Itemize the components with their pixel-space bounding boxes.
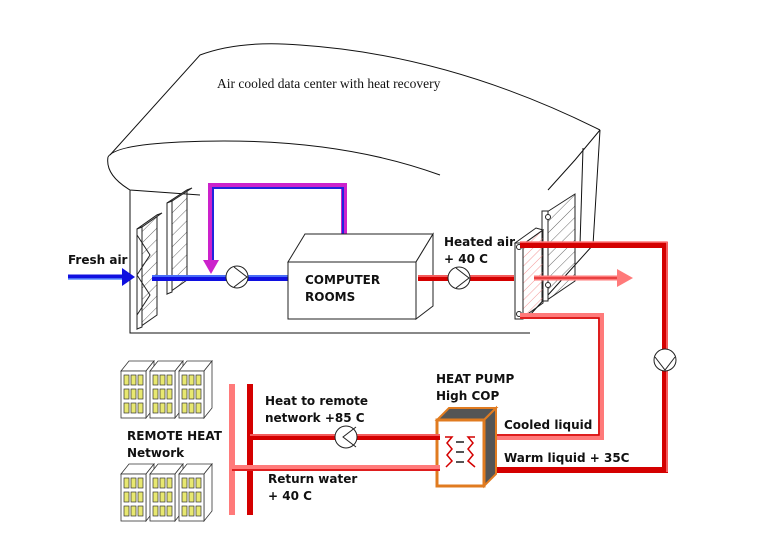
building-window xyxy=(130,477,137,489)
building-window xyxy=(159,477,166,489)
building-window xyxy=(188,505,195,517)
building-window xyxy=(123,374,130,386)
building-window xyxy=(123,505,130,517)
building-window xyxy=(195,491,202,503)
building-window xyxy=(137,388,144,400)
computer-rooms-label-2: ROOMS xyxy=(305,290,356,304)
building-window xyxy=(195,388,202,400)
building-window xyxy=(152,491,159,503)
remote-buildings xyxy=(120,359,213,523)
building-window xyxy=(181,491,188,503)
building-window xyxy=(166,505,173,517)
building-window xyxy=(123,402,130,414)
building-window xyxy=(188,402,195,414)
computer-rooms-label-1: COMPUTER xyxy=(305,273,381,287)
building-window xyxy=(166,477,173,489)
building-window xyxy=(137,505,144,517)
building-window xyxy=(152,374,159,386)
building-window xyxy=(159,505,166,517)
building-window xyxy=(159,374,166,386)
building-window xyxy=(166,374,173,386)
building-icon xyxy=(120,359,155,420)
building-window xyxy=(123,491,130,503)
cooled-liquid-label: Cooled liquid xyxy=(504,418,593,432)
return-water-label-2: + 40 C xyxy=(268,489,312,503)
heat-recovery-coil xyxy=(513,193,576,320)
heat-to-remote-label-1: Heat to remote xyxy=(265,394,369,408)
building-window xyxy=(152,505,159,517)
heat-pump-label-1: HEAT PUMP xyxy=(436,372,515,386)
building-window xyxy=(188,477,195,489)
building-window xyxy=(188,388,195,400)
building-window xyxy=(137,402,144,414)
building-window xyxy=(159,491,166,503)
building-window xyxy=(137,477,144,489)
building-window xyxy=(152,388,159,400)
fresh-air-arrow xyxy=(68,268,135,286)
heated-air-label-2: + 40 C xyxy=(444,252,488,266)
building-window xyxy=(181,477,188,489)
building-window xyxy=(137,374,144,386)
building-window xyxy=(195,402,202,414)
building-window xyxy=(137,491,144,503)
building-window xyxy=(195,374,202,386)
return-from-network-pipe xyxy=(229,384,440,515)
heat-pump-unit xyxy=(434,405,499,489)
building-window xyxy=(181,402,188,414)
building-window xyxy=(166,491,173,503)
building-window xyxy=(166,402,173,414)
heat-to-remote-label-2: network +85 C xyxy=(265,411,365,425)
building-window xyxy=(159,388,166,400)
building-window xyxy=(130,505,137,517)
cooled-liquid-pipe xyxy=(490,313,604,440)
intake-filter-1 xyxy=(136,212,163,330)
building-window xyxy=(152,402,159,414)
network-pump-icon xyxy=(334,425,358,449)
computer-rooms-box xyxy=(287,232,434,321)
building-window xyxy=(166,388,173,400)
diagram-title: Air cooled data center with heat recover… xyxy=(217,76,441,91)
building-window xyxy=(123,388,130,400)
recirculation-duct xyxy=(203,183,347,274)
building-window xyxy=(152,477,159,489)
exhaust-air-arrow xyxy=(534,269,633,287)
building-icon xyxy=(178,462,213,523)
building-window xyxy=(181,388,188,400)
remote-heat-label-1: REMOTE HEAT xyxy=(127,429,222,443)
building-window xyxy=(188,491,195,503)
building-window xyxy=(195,505,202,517)
loop-pump-icon xyxy=(653,348,677,372)
building-window xyxy=(188,374,195,386)
exhaust-fan-icon xyxy=(447,266,471,290)
building-window xyxy=(123,477,130,489)
fresh-air-label: Fresh air xyxy=(68,253,128,267)
building-window xyxy=(195,477,202,489)
building-window xyxy=(181,374,188,386)
building-window xyxy=(130,402,137,414)
building-icon xyxy=(149,462,184,523)
heated-air-label-1: Heated air xyxy=(444,235,516,249)
building-window xyxy=(159,402,166,414)
heat-pump-label-2: High COP xyxy=(436,389,500,403)
building-window xyxy=(130,388,137,400)
building-icon xyxy=(120,462,155,523)
cold-air-duct xyxy=(152,275,290,281)
building-icon xyxy=(178,359,213,420)
warm-liquid-label: Warm liquid + 35C xyxy=(504,451,630,465)
building-icon xyxy=(149,359,184,420)
building-window xyxy=(130,374,137,386)
remote-heat-label-2: Network xyxy=(127,446,185,460)
supply-fan-icon xyxy=(225,265,249,289)
building-window xyxy=(130,491,137,503)
return-water-label-1: Return water xyxy=(268,472,358,486)
building-window xyxy=(181,505,188,517)
